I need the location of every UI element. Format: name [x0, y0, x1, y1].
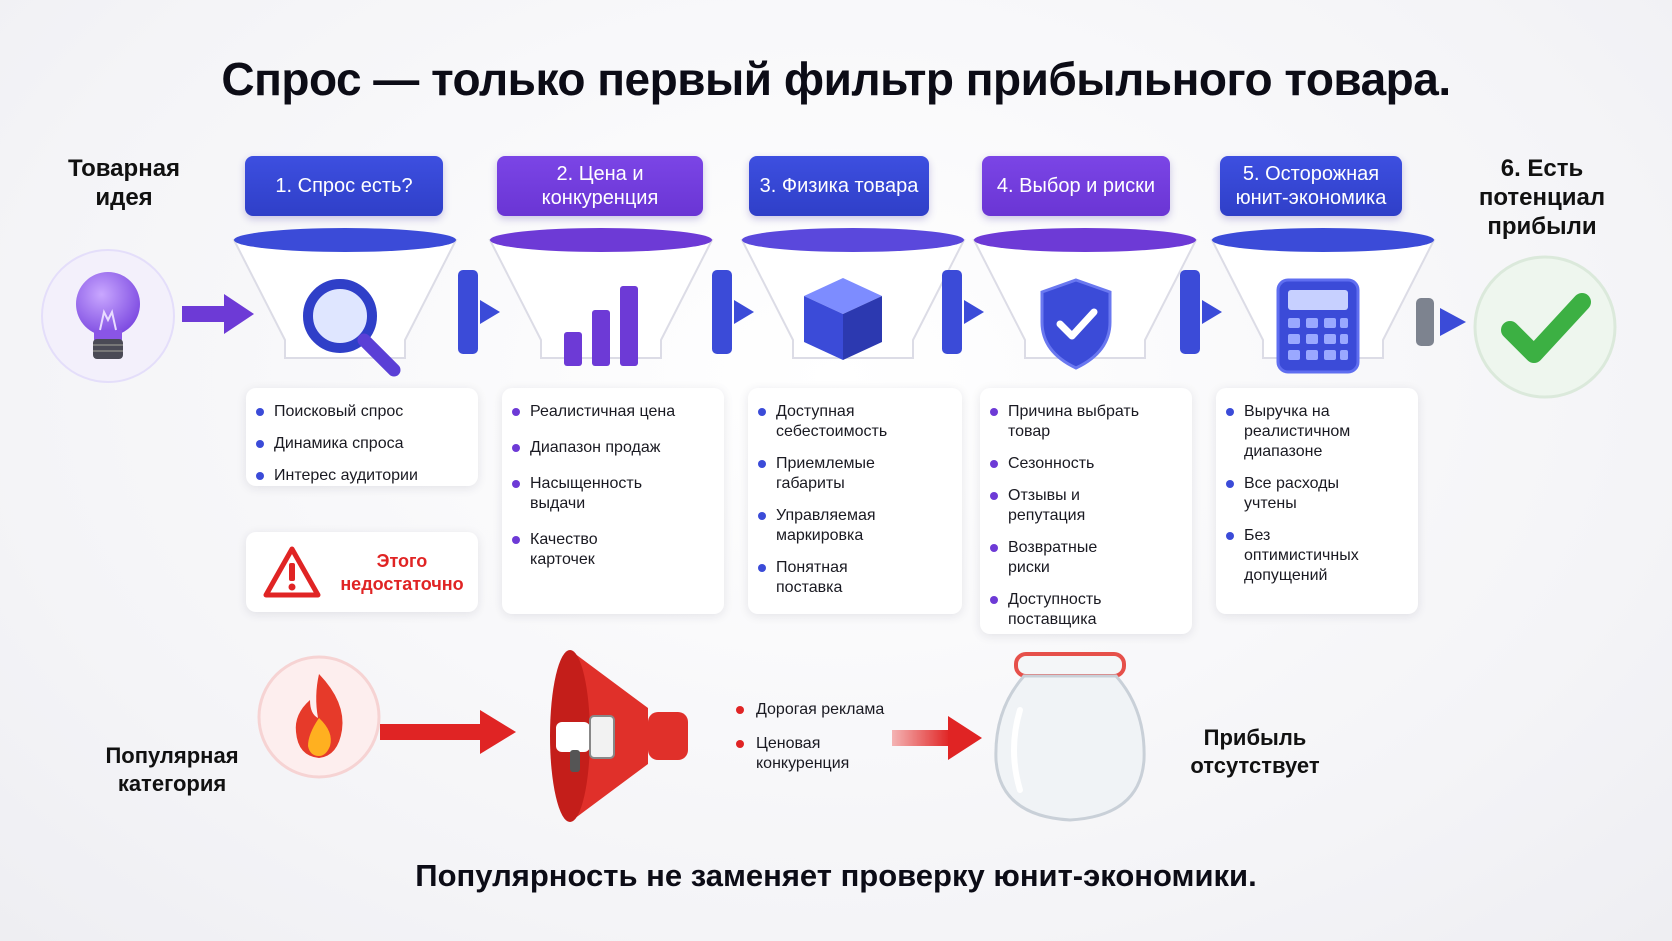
empty-jar-icon: [994, 652, 1146, 822]
stage-2-item: Диапазон продаж: [502, 438, 724, 458]
stage-1-label: 1. Спрос есть?: [245, 156, 443, 216]
red-arrow-icon: [380, 710, 516, 754]
stage-4-label: 4. Выбор и риски: [982, 156, 1170, 216]
stage-3-item: Приемлемые габариты: [748, 454, 896, 494]
flow-arrow-icon: [182, 294, 254, 334]
warning-triangle-icon: [263, 546, 321, 598]
magnifier-icon: [303, 279, 401, 377]
connector-4: [1180, 270, 1222, 354]
checkmark-icon: [1473, 255, 1617, 399]
stage-4-item: Сезонность: [980, 454, 1192, 474]
bottom-list-item: Дорогая реклама: [736, 700, 884, 720]
box-icon: [804, 278, 882, 360]
stage-4-card: Причина выбрать товар Сезонность Отзывы …: [980, 388, 1192, 634]
page-title: Спрос — только первый фильтр прибыльного…: [221, 53, 1451, 105]
stage-2-label: 2. Цена и конкуренция: [497, 156, 703, 216]
faded-arrow-icon: [892, 716, 982, 760]
stage-4-item: Возвратные риски: [980, 538, 1118, 578]
stage-5-item: Все расходы учтены: [1216, 474, 1354, 514]
fire-icon: [257, 655, 381, 779]
shield-check-icon: [1040, 278, 1112, 370]
stage-5-item: Выручка на реалистичном диапазоне: [1216, 402, 1384, 462]
stage-3-item: Понятная поставка: [748, 558, 886, 598]
connector-1: [458, 270, 500, 354]
bottom-list-item: Ценовая конкуренция: [736, 734, 866, 774]
stage-1-item: Поисковый спрос: [246, 402, 478, 422]
stage-1-card: Поисковый спрос Динамика спроса Интерес …: [246, 388, 478, 486]
megaphone-icon: [550, 650, 688, 822]
bottom-list: Дорогая реклама Ценовая конкуренция: [736, 700, 884, 788]
stage-4-item: Причина выбрать товар: [980, 402, 1148, 442]
stage-1-item: Динамика спроса: [246, 434, 478, 454]
stage-1-item: Интерес аудитории: [246, 466, 478, 486]
warning-text: Этого недостаточно: [340, 551, 464, 594]
stage-3-item: Доступная себестоимость: [748, 402, 906, 442]
calculator-icon: [1276, 278, 1360, 374]
lightbulb-icon: [41, 249, 175, 383]
bar-chart-icon: [564, 286, 638, 366]
stage-2-item: Реалистичная цена: [502, 402, 724, 422]
stage-5-card: Выручка на реалистичном диапазоне Все ра…: [1216, 388, 1418, 614]
stage-2-item: Насыщенность выдачи: [502, 474, 680, 514]
stage-2-card: Реалистичная цена Диапазон продаж Насыще…: [502, 388, 724, 614]
bottom-end-label: Прибыль отсутствует: [1190, 725, 1320, 778]
stage-4-item: Доступность поставщика: [980, 590, 1128, 630]
stage-3-card: Доступная себестоимость Приемлемые габар…: [748, 388, 962, 614]
stage-3-item: Управляемая маркировка: [748, 506, 906, 546]
stage-2-item: Качество карточек: [502, 530, 630, 570]
stage-5-label: 5. Осторожная юнит-экономика: [1220, 156, 1402, 216]
bottom-start-label: Популярная категория: [105, 743, 239, 796]
start-label: Товарная идея: [67, 155, 181, 211]
connector-3: [942, 270, 984, 354]
stage-4-item: Отзывы и репутация: [980, 486, 1118, 526]
end-label: 6. Есть потенциал прибыли: [1478, 155, 1606, 240]
warning-box: Этого недостаточно: [246, 532, 478, 612]
connector-2: [712, 270, 754, 354]
stage-3-label: 3. Физика товара: [749, 156, 929, 216]
funnel-2: [488, 228, 714, 359]
footer-text: Популярность не заменяет проверку юнит-э…: [415, 858, 1257, 893]
connector-5: [1416, 298, 1466, 346]
stage-5-item: Без оптимистичных допущений: [1216, 526, 1364, 586]
